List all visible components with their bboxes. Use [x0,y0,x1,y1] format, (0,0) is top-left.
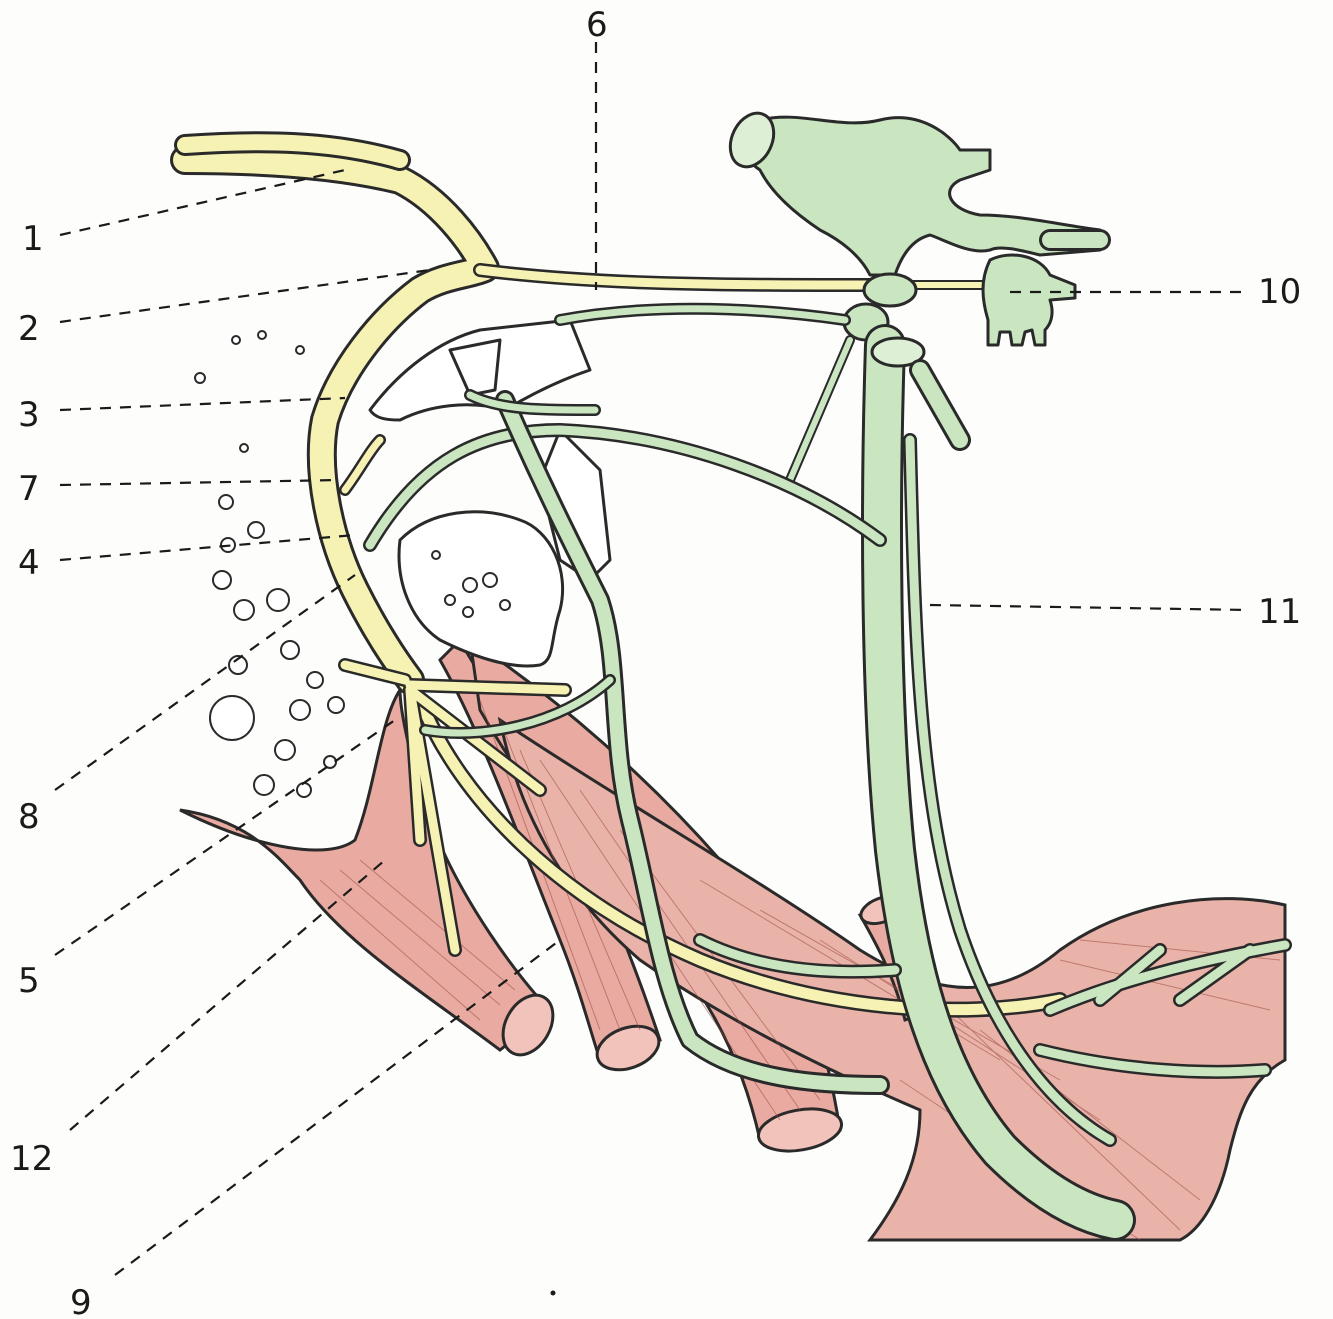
label-6: 6 [586,5,608,45]
green-ganglion-hand [983,255,1075,345]
label-7: 7 [18,469,40,509]
label-11: 11 [1258,592,1301,632]
label-3: 3 [18,395,40,435]
label-9: 9 [70,1283,92,1319]
label-5: 5 [18,961,40,1001]
label-2: 2 [18,309,40,349]
bone-lower [399,512,563,666]
label-8: 8 [18,797,40,837]
green-ganglion-upper [745,117,1100,275]
stray-dot [551,1291,556,1296]
muscles [180,640,1285,1240]
leader-11 [930,605,1250,610]
label-4: 4 [18,543,40,583]
leader-7 [60,480,340,485]
label-12: 12 [10,1139,53,1179]
leader-1 [60,170,345,235]
green-node-small [864,274,916,306]
leader-3 [60,398,345,410]
leader-4 [60,535,355,560]
label-1: 1 [22,219,44,259]
label-10: 10 [1258,272,1301,312]
